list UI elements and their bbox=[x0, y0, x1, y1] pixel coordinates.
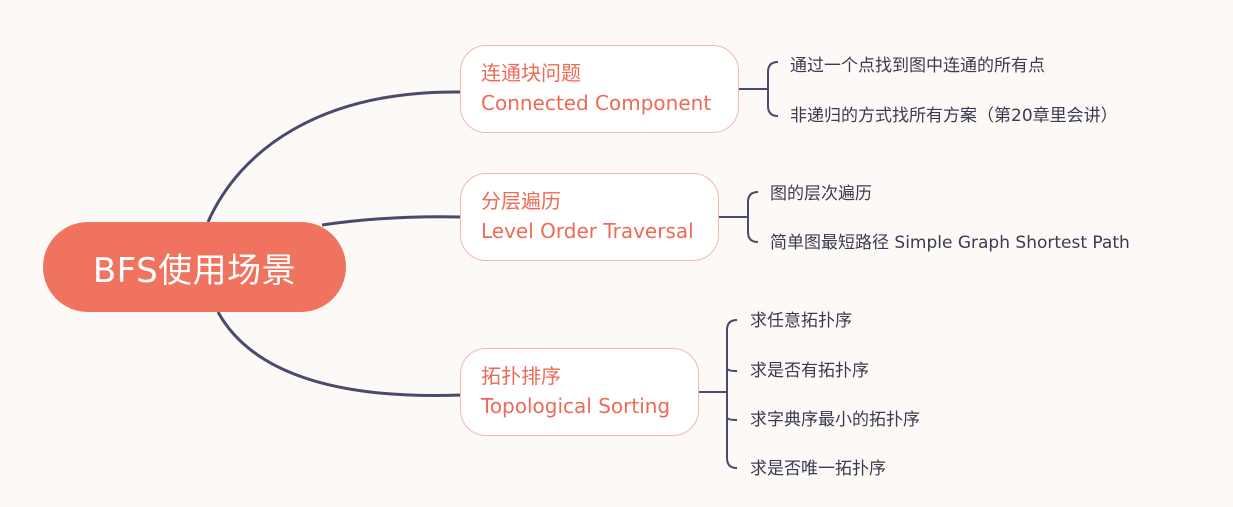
branch-title-en: Level Order Traversal bbox=[481, 219, 694, 243]
leaf-item: 求任意拓扑序 bbox=[750, 311, 852, 331]
leaf-item: 求字典序最小的拓扑序 bbox=[750, 410, 920, 430]
leaf-item: 求是否唯一拓扑序 bbox=[750, 459, 886, 479]
branch3-bracket bbox=[726, 319, 738, 469]
branch3-tick-3 bbox=[726, 416, 738, 421]
branch-connected-component[interactable]: 连通块问题 Connected Component bbox=[460, 45, 739, 133]
branch-title-en: Topological Sorting bbox=[481, 394, 671, 418]
leaf-item: 简单图最短路径 Simple Graph Shortest Path bbox=[770, 233, 1130, 253]
branch1-bracket bbox=[767, 61, 779, 117]
branch-title-en: Connected Component bbox=[481, 91, 712, 115]
branch-title-cn: 分层遍历 bbox=[481, 189, 561, 213]
root-connector-2 bbox=[321, 215, 463, 227]
leaf-item: 图的层次遍历 bbox=[770, 184, 872, 204]
branch2-bracket bbox=[747, 191, 759, 243]
leaf-item: 求是否有拓扑序 bbox=[750, 361, 869, 381]
leaf-item: 通过一个点找到图中连通的所有点 bbox=[790, 56, 1045, 76]
branch-topological-sorting[interactable]: 拓扑排序 Topological Sorting bbox=[460, 348, 699, 436]
root-connector-1 bbox=[206, 90, 463, 223]
branch-level-order-traversal[interactable]: 分层遍历 Level Order Traversal bbox=[460, 173, 719, 261]
root-node[interactable]: BFS使用场景 bbox=[43, 222, 346, 312]
root-connector-3 bbox=[216, 311, 463, 398]
root-label: BFS使用场景 bbox=[92, 250, 297, 291]
leaf-item: 非递归的方式找所有方案（第20章里会讲） bbox=[790, 106, 1118, 126]
branch-title-cn: 连通块问题 bbox=[481, 61, 581, 85]
branch-title-cn: 拓扑排序 bbox=[481, 364, 561, 388]
branch3-tick-2 bbox=[726, 367, 738, 372]
